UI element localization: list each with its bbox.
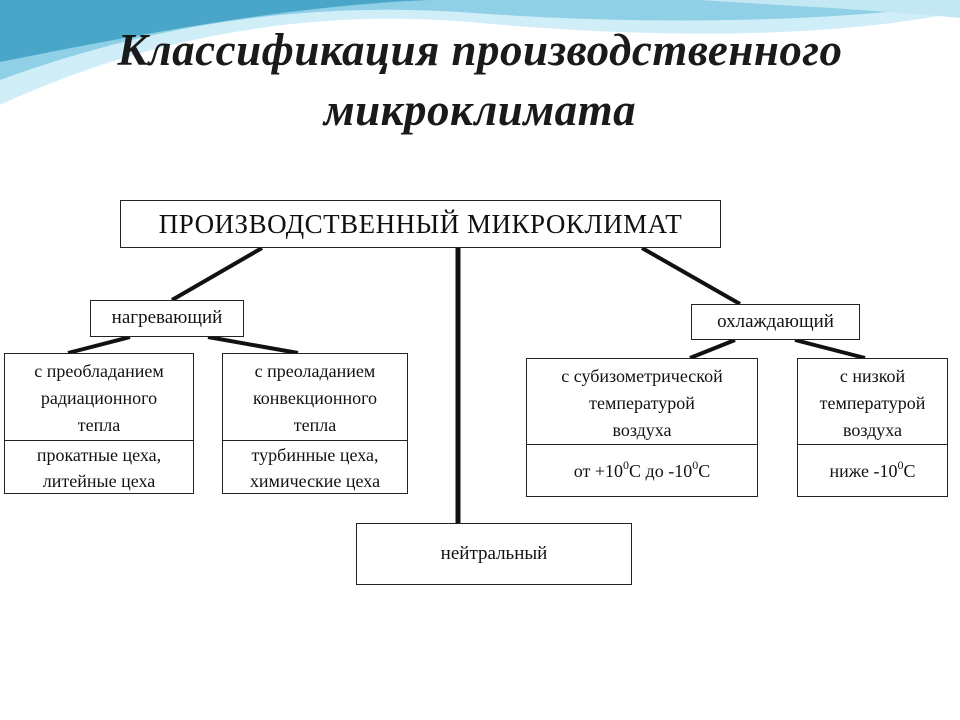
radiation-examples: прокатные цеха, литейные цеха — [5, 442, 193, 493]
radiation-line-1: с преобладанием — [34, 361, 164, 381]
connector-root-cooling — [641, 246, 741, 306]
wave-dark — [0, 0, 430, 62]
subisometric-line-2: температурой — [589, 393, 695, 413]
radiation-description: с преобладанием радиационного тепла — [5, 354, 193, 439]
subisometric-line-3: воздуха — [612, 420, 672, 440]
root-box: ПРОИЗВОДСТВЕННЫЙ МИКРОКЛИМАТ — [120, 200, 721, 248]
convection-example-1: турбинные цеха, — [251, 445, 379, 465]
subisometric-box: с субизометрической температурой воздуха… — [526, 358, 758, 497]
divider — [527, 444, 757, 445]
root-label: ПРОИЗВОДСТВЕННЫЙ МИКРОКЛИМАТ — [158, 209, 683, 239]
neutral-label: нейтральный — [440, 543, 548, 564]
connector-heating-radiation — [67, 335, 131, 355]
slide-title-line-2: микроклимата — [323, 85, 637, 135]
slide-title-line-1: Классификация производственного — [117, 25, 843, 75]
degree-sup: 0 — [623, 458, 630, 472]
cooling-box: охлаждающий — [691, 304, 860, 340]
radiation-line-3: тепла — [77, 415, 121, 435]
convection-box: с преоладанием конвекционного тепла турб… — [222, 353, 408, 494]
radiation-line-2: радиационного — [40, 388, 158, 408]
radiation-example-1: прокатные цеха, — [36, 445, 162, 465]
connector-heating-convection — [207, 335, 299, 355]
low-temp-line-1: с низкой — [839, 366, 906, 386]
connector-cooling-subiso — [689, 338, 736, 360]
subisometric-description: с субизометрической температурой воздуха — [527, 359, 757, 444]
degree-sup: 0 — [692, 458, 699, 472]
range-from: от +10 — [573, 461, 624, 481]
wave-light — [0, 0, 960, 105]
range-end: С — [903, 461, 916, 481]
convection-description: с преоладанием конвекционного тепла — [223, 354, 407, 439]
cooling-label: охлаждающий — [717, 311, 834, 332]
convection-examples: турбинные цеха, химические цеха — [223, 442, 407, 493]
divider — [223, 440, 407, 441]
subisometric-range: от +100С до -100С — [527, 446, 757, 496]
convection-line-1: с преоладанием — [254, 361, 376, 381]
low-temp-description: с низкой температурой воздуха — [798, 359, 947, 444]
wave-mid — [0, 0, 960, 80]
heating-box: нагревающий — [90, 300, 244, 337]
heating-label: нагревающий — [111, 307, 223, 328]
wave-accent — [700, 0, 960, 18]
range-mid: С до -10 — [629, 461, 693, 481]
convection-example-2: химические цеха — [249, 471, 381, 491]
convection-line-3: тепла — [293, 415, 337, 435]
low-temp-line-2: температурой — [819, 393, 926, 413]
neutral-box: нейтральный — [356, 523, 632, 585]
divider — [798, 444, 947, 445]
low-temp-range: ниже -100С — [798, 446, 947, 496]
convection-line-2: конвекционного — [252, 388, 378, 408]
wave-decoration — [0, 0, 960, 105]
divider — [5, 440, 193, 441]
connector-root-heating — [170, 246, 264, 302]
degree-sup: 0 — [897, 458, 904, 472]
low-temp-line-3: воздуха — [842, 420, 903, 440]
radiation-box: с преобладанием радиационного тепла прок… — [4, 353, 194, 494]
range-text: ниже -10 — [829, 461, 898, 481]
connector-cooling-low — [794, 338, 866, 360]
radiation-example-2: литейные цеха — [42, 471, 156, 491]
subisometric-line-1: с субизометрической — [561, 366, 723, 386]
low-temp-box: с низкой температурой воздуха ниже -100С — [797, 358, 948, 497]
range-end: С — [698, 461, 711, 481]
